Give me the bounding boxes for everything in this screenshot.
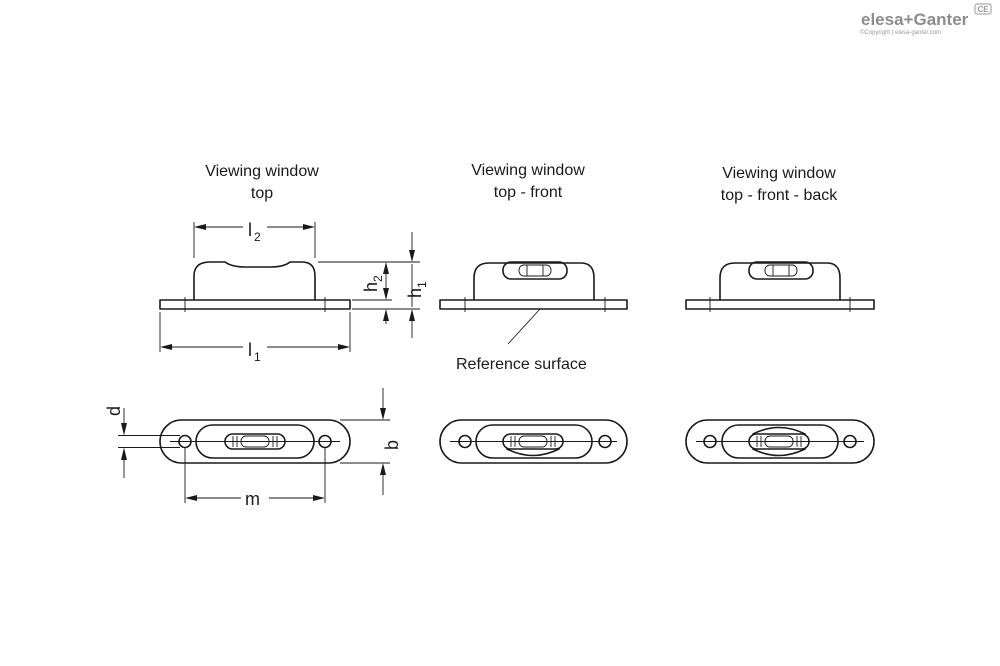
view3-base-plate (685, 299, 875, 310)
dimension-h1-subscript: 1 (415, 281, 429, 288)
dimension-l2-subscript: 2 (254, 230, 261, 244)
brand-copyright: ©Copyright | elesa-ganter.com (860, 29, 941, 36)
view2-base-plate (439, 299, 628, 310)
dimension-b: b (340, 388, 402, 495)
dimension-m-label: m (245, 489, 260, 509)
view3-front-window (748, 261, 814, 280)
dimension-h2-subscript: 2 (371, 275, 385, 282)
dimension-h2: h 2 (318, 261, 420, 324)
ce-mark: CE (978, 5, 990, 14)
view3-title-line2: top - front - back (721, 187, 838, 204)
view2-front-window (502, 261, 568, 280)
view2-bubble-vial (518, 264, 552, 277)
view3-front-window-plan (752, 448, 806, 457)
reference-surface-label: Reference surface (456, 356, 587, 373)
ce-mark-frame (974, 3, 992, 15)
view3-level-body (719, 262, 841, 301)
reference-surface-leader (507, 308, 541, 345)
dimension-b-label: b (382, 440, 402, 450)
view1-level-body (193, 261, 316, 301)
brand-logo: elesa+Ganter ©Copyright | elesa-ganter.c… (860, 3, 992, 36)
dimension-d: d (104, 406, 180, 478)
view2-plan-view (439, 419, 628, 464)
view3-bubble-vial (764, 264, 798, 277)
dimension-l2: l 2 (193, 216, 316, 258)
dimension-l1: l 1 (159, 312, 351, 364)
reference-surface-callout: Reference surface (456, 308, 587, 373)
view1-title-line1: Viewing window (205, 163, 319, 180)
view2-title-line2: top - front (494, 184, 563, 201)
dimension-l1-subscript: 1 (254, 350, 261, 364)
dimension-h1: h 1 (352, 232, 429, 338)
brand-name: elesa+Ganter (861, 10, 969, 29)
dimension-h2-label: h (361, 282, 381, 292)
view1-base-plate (159, 299, 351, 310)
view2-level-body (473, 262, 595, 301)
dimension-m: m (184, 448, 326, 509)
dimension-l2-label: l (248, 220, 252, 240)
view1-side-elevation (159, 261, 351, 312)
dimension-l1-label: l (248, 340, 252, 360)
view2-title-line1: Viewing window (471, 162, 585, 179)
view2-side-elevation (439, 261, 628, 312)
view3-back-window-plan (752, 426, 806, 435)
dimension-d-label: d (104, 406, 124, 416)
view3-plan-view (685, 419, 875, 464)
dimension-h1-label: h (405, 288, 425, 298)
view1-title-line2: top (251, 185, 273, 202)
view1-plan-view (159, 419, 351, 464)
view3-side-elevation (685, 261, 875, 312)
view2-front-window-plan (506, 448, 560, 457)
view3-title-line1: Viewing window (722, 165, 836, 182)
